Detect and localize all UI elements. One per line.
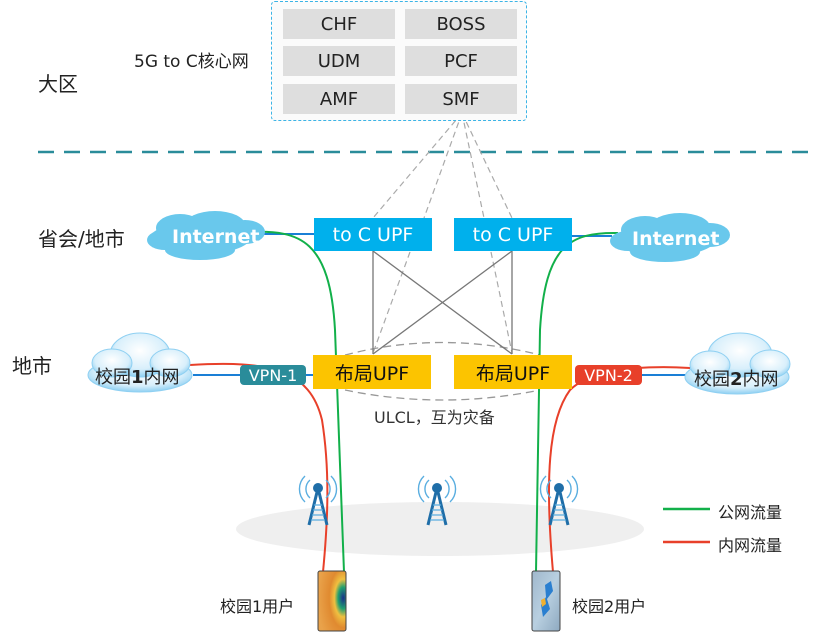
vpn-2-tag[interactable]: VPN-2 <box>575 365 642 385</box>
tower-icon <box>298 475 338 526</box>
ulcl-note: ULCL，互为灾备 <box>374 408 495 427</box>
toc-upf-right[interactable]: to C UPF <box>454 218 572 251</box>
toc-upf-left[interactable]: to C UPF <box>314 218 432 251</box>
campus-cloud-2 <box>684 332 791 395</box>
campus-net-1-suffix: 内网 <box>143 367 180 388</box>
campus-net-1-num: 1 <box>131 367 144 388</box>
user-1-label: 校园1用户 <box>220 597 295 616</box>
legend-private-label: 内网流量 <box>718 536 783 555</box>
campus-net-2-label: 校园2内网 <box>694 365 779 391</box>
region-label-province: 省会/地市 <box>38 227 125 251</box>
region-label-city: 地市 <box>12 354 52 378</box>
phone-user2-icon <box>531 570 561 632</box>
nf-chf[interactable]: CHF <box>283 9 395 39</box>
coverage-area <box>236 502 644 556</box>
phone-user1-icon <box>317 570 347 632</box>
campus-net-2-suffix: 内网 <box>742 369 779 390</box>
public-traffic-path-1 <box>249 230 345 573</box>
internet-cloud-left <box>147 211 265 260</box>
ulcl-arc-bottom <box>344 389 541 401</box>
local-upf-right[interactable]: 布局UPF <box>454 355 572 389</box>
campus-net-1-prefix: 校园 <box>95 367 131 388</box>
tower-icon <box>417 475 457 526</box>
user-2-label: 校园2用户 <box>572 597 647 616</box>
campus-net-2-prefix: 校园 <box>694 369 730 390</box>
local-upf-left[interactable]: 布局UPF <box>313 355 431 389</box>
vpn-1-tag[interactable]: VPN-1 <box>240 365 306 385</box>
campus-net-2-num: 2 <box>730 369 743 390</box>
upf-mesh-links <box>372 250 513 355</box>
nf-udm[interactable]: UDM <box>283 46 395 76</box>
campus-cloud-1 <box>87 332 193 393</box>
core-network-title: 5G to C核心网 <box>134 52 249 72</box>
tower-icon <box>539 475 579 526</box>
ulcl-arc-top <box>344 341 541 356</box>
core-network-box: CHF BOSS UDM PCF AMF SMF <box>271 1 527 121</box>
smf-control-links <box>372 112 513 354</box>
nf-boss[interactable]: BOSS <box>405 9 517 39</box>
internet-right-label: Internet <box>632 228 720 250</box>
nf-smf[interactable]: SMF <box>405 84 517 114</box>
nf-pcf[interactable]: PCF <box>405 46 517 76</box>
region-label-daqu: 大区 <box>38 72 78 96</box>
internet-cloud-right <box>610 213 730 262</box>
public-traffic-path-2 <box>535 231 619 573</box>
legend-public-label: 公网流量 <box>718 503 783 522</box>
nf-amf[interactable]: AMF <box>283 84 395 114</box>
internet-left-label: Internet <box>172 226 260 248</box>
campus-net-1-label: 校园1内网 <box>95 363 180 389</box>
